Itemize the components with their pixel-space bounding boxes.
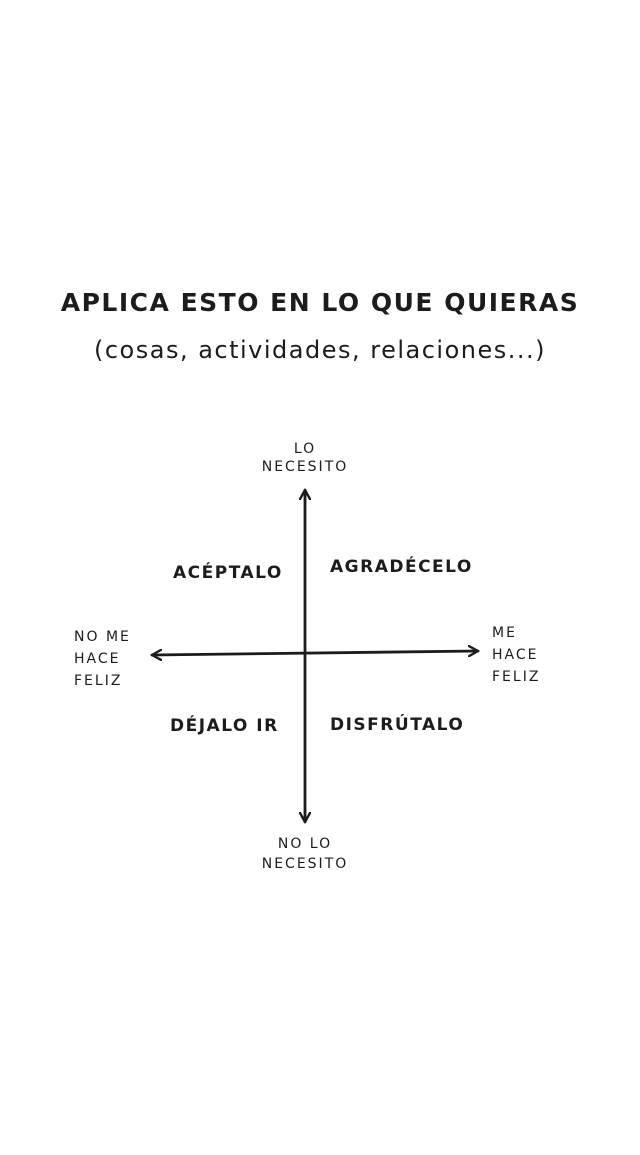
- axis-label-bottom: NO LO NECESITO: [230, 834, 380, 874]
- axis-label-top: LO NECESITO: [230, 440, 380, 476]
- axis-label-bottom-line: NO LO: [277, 836, 333, 852]
- axis-label-left: NO ME HACE FELIZ: [74, 626, 154, 692]
- axis-label-right: ME HACE FELIZ: [492, 622, 572, 688]
- axis-label-left-line: FELIZ: [74, 673, 123, 689]
- page-subtitle: (cosas, actividades, relaciones...): [93, 336, 547, 364]
- axis-label-top-line: NECESITO: [261, 459, 349, 475]
- quadrant-bottom-left: DÉJALO IR: [170, 716, 279, 736]
- horizontal-axis: [150, 651, 480, 655]
- axis-label-right-line: ME: [492, 625, 517, 641]
- quadrant-top-right: AGRADÉCELO: [330, 557, 473, 577]
- quadrant-bottom-right: DISFRÚTALO: [330, 715, 465, 735]
- quadrant-top-left: ACÉPTALO: [173, 563, 283, 583]
- axis-label-right-line: HACE: [492, 647, 539, 663]
- page-title: APLICA ESTO EN LO QUE QUIERAS: [60, 288, 580, 317]
- axis-label-left-line: NO ME: [74, 629, 131, 645]
- axis-label-top-line: LO: [293, 441, 317, 457]
- axis-label-right-line: FELIZ: [492, 669, 541, 685]
- axis-label-left-line: HACE: [74, 651, 121, 667]
- axis-label-bottom-line: NECESITO: [261, 856, 349, 872]
